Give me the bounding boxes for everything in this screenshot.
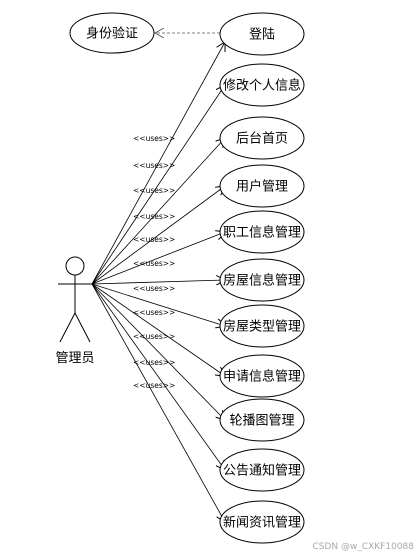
association-line xyxy=(91,280,225,284)
uses-stereotype-label: <<uses>> xyxy=(133,332,175,341)
uses-stereotype-label: <<uses>> xyxy=(133,134,175,143)
association-line xyxy=(91,186,225,285)
use-case-shape xyxy=(219,210,305,254)
association-line xyxy=(91,283,225,376)
use-case-label: 登陆 xyxy=(249,27,275,43)
use-case-label: 后台首页 xyxy=(236,132,288,147)
use-case: 新闻资讯管理 xyxy=(219,500,305,544)
use-case: 登陆 xyxy=(219,12,305,56)
association-line xyxy=(91,283,225,470)
use-case-label: 申请信息管理 xyxy=(223,369,301,385)
use-case-shape xyxy=(219,116,305,160)
use-case: 职工信息管理 xyxy=(219,210,305,254)
association-line xyxy=(91,85,225,285)
use-case-shape xyxy=(219,354,305,398)
association-line xyxy=(91,232,225,285)
use-case-shape xyxy=(219,63,305,107)
use-case-shape xyxy=(219,500,305,544)
use-case-shape xyxy=(219,164,305,208)
uses-stereotype-label: <<uses>> xyxy=(133,161,175,170)
use-case: 公告通知管理 xyxy=(219,448,305,492)
use-case: 房屋类型管理 xyxy=(219,304,305,348)
use-case-label: 轮播图管理 xyxy=(229,414,294,429)
use-case-label: 职工信息管理 xyxy=(223,225,301,241)
uses-stereotype-label: <<uses>> xyxy=(133,235,175,244)
use-case: 申请信息管理 xyxy=(219,354,305,398)
actor-leg-left xyxy=(59,312,76,343)
uses-stereotype-label: <<uses>> xyxy=(133,186,175,195)
association-line xyxy=(91,283,225,522)
association-line xyxy=(91,283,225,420)
use-case-auth-shape xyxy=(69,12,155,54)
use-case-shape xyxy=(219,12,305,56)
use-case-auth: 身份验证 xyxy=(69,12,155,54)
actor-head xyxy=(65,256,85,276)
association-line xyxy=(91,283,225,326)
use-case-label: 房屋信息管理 xyxy=(223,273,301,289)
uses-stereotype-label: <<uses>> xyxy=(133,308,175,317)
use-case-label: 新闻资讯管理 xyxy=(223,515,301,531)
use-case: 轮播图管理 xyxy=(219,398,305,442)
association-lines: <<uses>> <<uses>> <<uses>> <<uses>> <<uses>>… xyxy=(91,42,225,522)
use-cases: 登陆修改个人信息后台首页用户管理职工信息管理房屋信息管理房屋类型管理申请信息管理… xyxy=(219,12,305,544)
watermark: CSDN @w_CXKF10088 xyxy=(312,542,414,552)
actor-leg-right xyxy=(74,312,91,343)
actor-name: 管理员 xyxy=(55,351,94,366)
use-case-shape xyxy=(219,258,305,302)
uses-stereotype-label: <<uses>> xyxy=(133,381,175,390)
association-line xyxy=(91,42,225,285)
use-case: 用户管理 xyxy=(219,164,305,208)
use-case-label: 房屋类型管理 xyxy=(223,319,301,335)
use-case-auth-label: 身份验证 xyxy=(86,26,138,42)
actor-admin: 管理员 xyxy=(55,256,95,366)
uses-stereotype-label: <<uses>> xyxy=(133,212,175,221)
use-case: 房屋信息管理 xyxy=(219,258,305,302)
uses-stereotype-label: <<uses>> xyxy=(133,284,175,293)
uses-stereotype-label: <<uses>> xyxy=(133,358,175,367)
use-case-shape xyxy=(219,398,305,442)
use-case-label: 公告通知管理 xyxy=(223,463,301,479)
use-case-label: 修改个人信息 xyxy=(223,78,301,94)
use-case-shape xyxy=(219,448,305,492)
use-case: 修改个人信息 xyxy=(219,63,305,107)
use-case-label: 用户管理 xyxy=(236,179,288,195)
use-case: 后台首页 xyxy=(219,116,305,160)
association-line xyxy=(91,138,225,285)
uses-stereotype-label: <<uses>> xyxy=(133,259,175,268)
use-case-shape xyxy=(219,304,305,348)
